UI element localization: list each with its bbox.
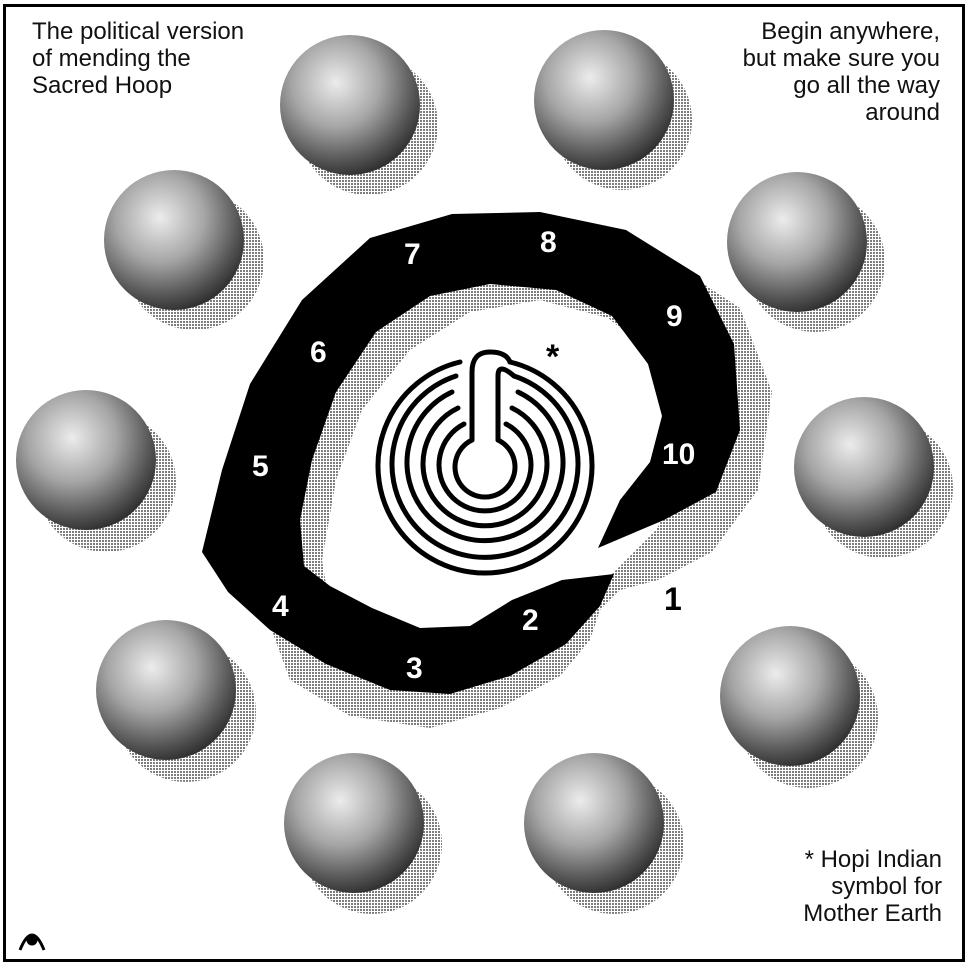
sphere [284,753,424,893]
hoop-number-5: 5 [252,450,269,483]
sphere [16,390,156,530]
labyrinth-icon [378,352,592,573]
hoop-number-4: 4 [272,590,289,623]
sphere [727,172,867,312]
sphere [104,170,244,310]
sphere [524,753,664,893]
publisher-logo-icon [20,935,44,950]
hoop-number-6: 6 [310,336,327,369]
hoop-number-10: 10 [662,438,695,471]
sphere [280,35,420,175]
hoop-number-3: 3 [406,652,423,685]
sphere [720,626,860,766]
hoop-number-7: 7 [404,238,421,271]
hoop-number-2: 2 [522,604,539,637]
hoop-number-9: 9 [666,300,683,333]
hoop-number-8: 8 [540,226,557,259]
asterisk-marker: * [546,338,560,376]
sphere [96,620,236,760]
hoop-number-1: 1 [664,581,682,617]
sphere [794,397,934,537]
sphere [534,30,674,170]
